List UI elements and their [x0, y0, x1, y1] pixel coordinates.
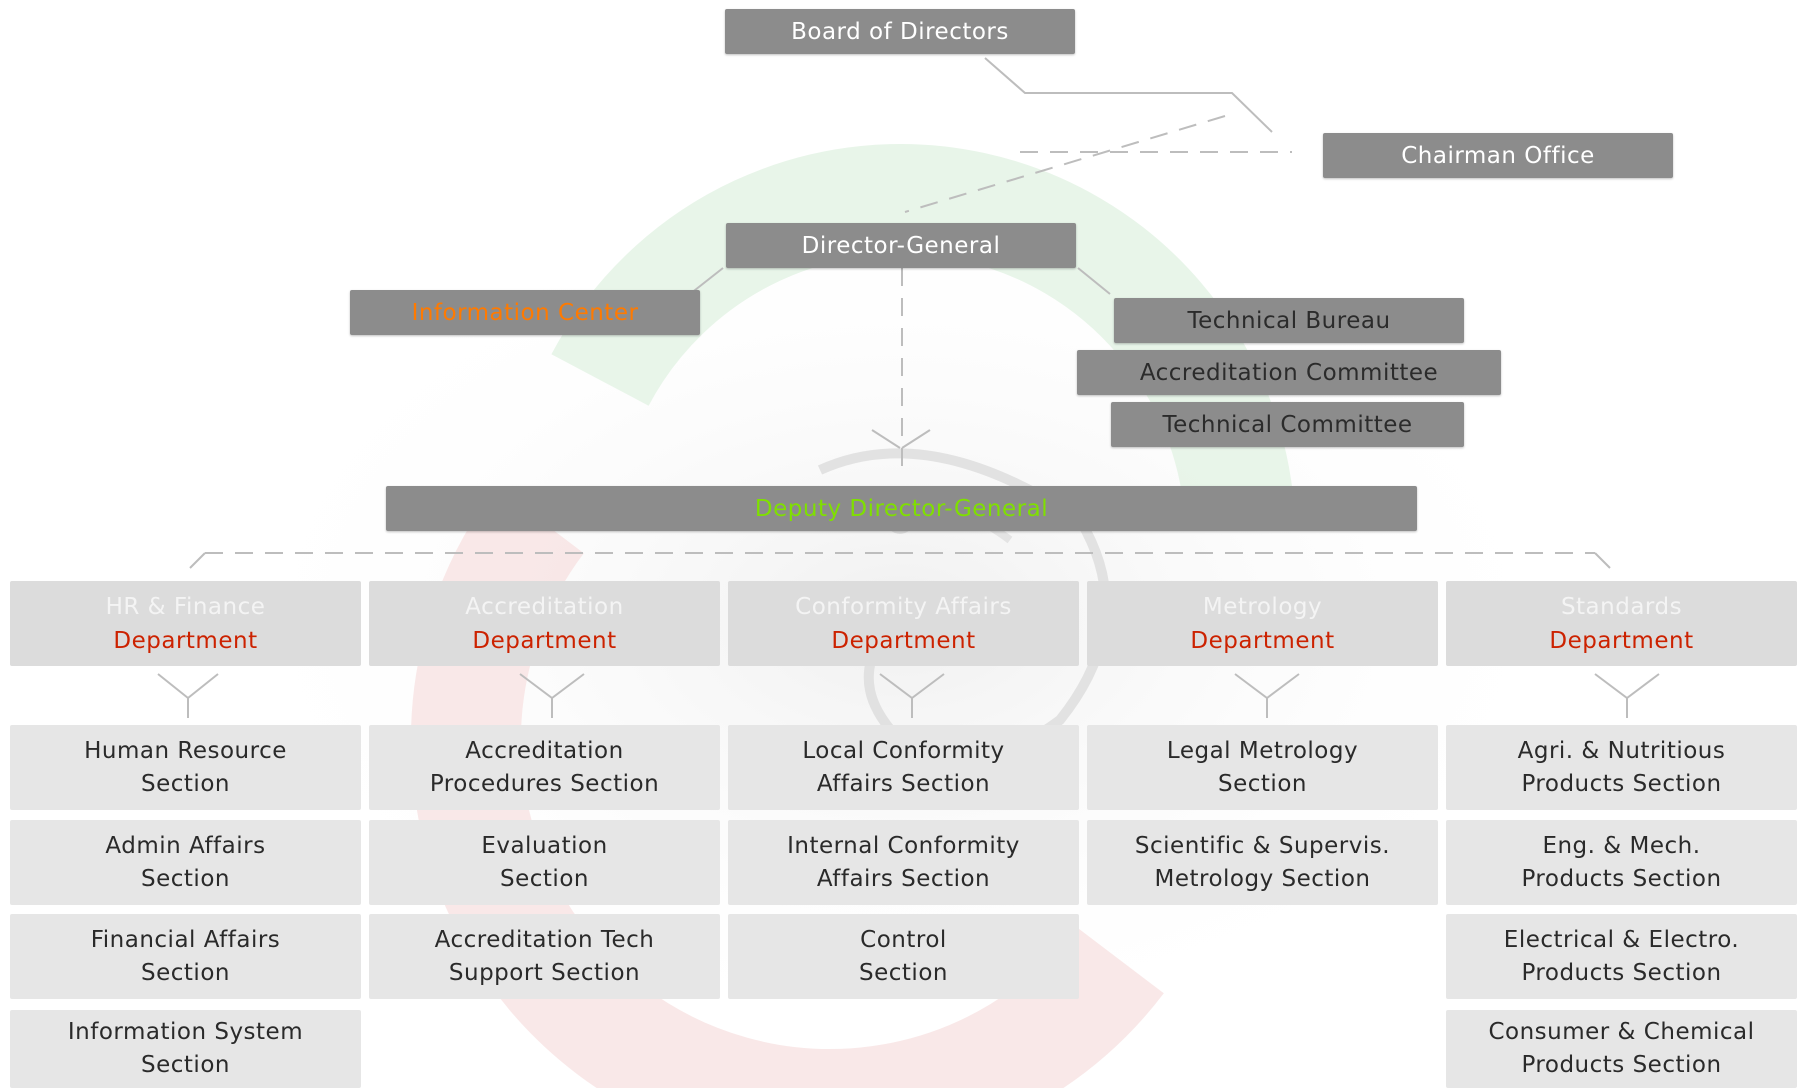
technical-bureau-box: Technical Bureau: [1114, 298, 1464, 343]
accreditation-committee-box: Accreditation Committee: [1077, 350, 1501, 395]
department-metrology: Metrology Department: [1087, 581, 1438, 666]
section-label-line1: Human Resource: [84, 737, 287, 764]
section-label-line1: Accreditation: [465, 737, 624, 764]
section-label-line2: Support Section: [448, 959, 641, 986]
department-name: Standards: [1560, 593, 1683, 620]
section-label-line2: Section: [859, 959, 948, 986]
department-name: HR & Finance: [105, 593, 266, 620]
section-label-line2: Products Section: [1521, 865, 1722, 892]
section-label-line1: Accreditation Tech: [434, 926, 655, 953]
section-label-line1: Information System: [67, 1019, 304, 1045]
section-label-line1: Legal Metrology: [1166, 737, 1359, 764]
section-label-line2: Products Section: [1521, 770, 1722, 797]
section-label-line1: Local Conformity: [802, 737, 1005, 764]
section-label-line1: Scientific & Supervis.: [1134, 832, 1391, 859]
section-label-line1: Admin Affairs: [105, 832, 266, 859]
section-label-line1: Consumer & Chemical: [1488, 1019, 1755, 1045]
section-electrical-electro: Electrical & Electro. Products Section: [1446, 914, 1797, 999]
dg-infocenter-line: [689, 267, 724, 295]
section-label-line2: Section: [141, 959, 230, 986]
department-label: Department: [1190, 627, 1335, 654]
director-general-box: Director-General: [726, 223, 1076, 268]
section-label-line2: Section: [141, 865, 230, 892]
section-label-line1: Evaluation: [481, 832, 608, 859]
section-label-line2: Section: [1218, 770, 1307, 797]
section-label-line2: Affairs Section: [816, 770, 991, 797]
section-label-line1: Electrical & Electro.: [1503, 926, 1740, 953]
dept-section-connectors: [157, 673, 1660, 718]
section-label-line2: Section: [141, 1052, 230, 1078]
section-eng-mech: Eng. & Mech. Products Section: [1446, 820, 1797, 905]
department-name: Metrology: [1202, 593, 1323, 620]
section-label-line1: Eng. & Mech.: [1542, 832, 1701, 859]
board-chairman-line: [984, 57, 1273, 133]
deputy-director-general-box: Deputy Director-General: [386, 486, 1417, 531]
section-label-line1: Agri. & Nutritious: [1517, 737, 1726, 764]
department-name: Conformity Affairs: [795, 593, 1012, 620]
department-name: Accreditation: [465, 593, 624, 620]
department-conformity-affairs: Conformity Affairs Department: [728, 581, 1079, 666]
information-center-box: Information Center: [350, 290, 700, 335]
section-label-line2: Procedures Section: [429, 770, 660, 797]
section-label-line2: Metrology Section: [1154, 865, 1371, 892]
chairman-office-box: Chairman Office: [1323, 133, 1673, 178]
department-label: Department: [831, 627, 976, 654]
section-label-line1: Financial Affairs: [90, 926, 281, 953]
section-label-line1: Internal Conformity: [787, 832, 1020, 859]
department-label: Department: [1549, 627, 1694, 654]
department-accreditation: Accreditation Department: [369, 581, 720, 666]
section-label-line2: Products Section: [1521, 959, 1722, 986]
section-scientific-metrology: Scientific & Supervis. Metrology Section: [1087, 820, 1438, 905]
section-label-line1: Control: [860, 926, 947, 953]
board-of-directors-box: Board of Directors: [725, 9, 1075, 54]
section-label-line2: Products Section: [1521, 1052, 1722, 1078]
section-label-line2: Section: [141, 770, 230, 797]
department-standards: Standards Department: [1446, 581, 1797, 666]
board-dg-dashed-line: [904, 115, 1226, 213]
technical-committee-box: Technical Committee: [1111, 402, 1464, 447]
section-label-line2: Affairs Section: [816, 865, 991, 892]
department-label: Department: [472, 627, 617, 654]
section-label-line2: Section: [500, 865, 589, 892]
department-hr-finance: HR & Finance Department: [10, 581, 361, 666]
dg-techbureau-line: [1077, 267, 1111, 295]
department-label: Department: [113, 627, 258, 654]
